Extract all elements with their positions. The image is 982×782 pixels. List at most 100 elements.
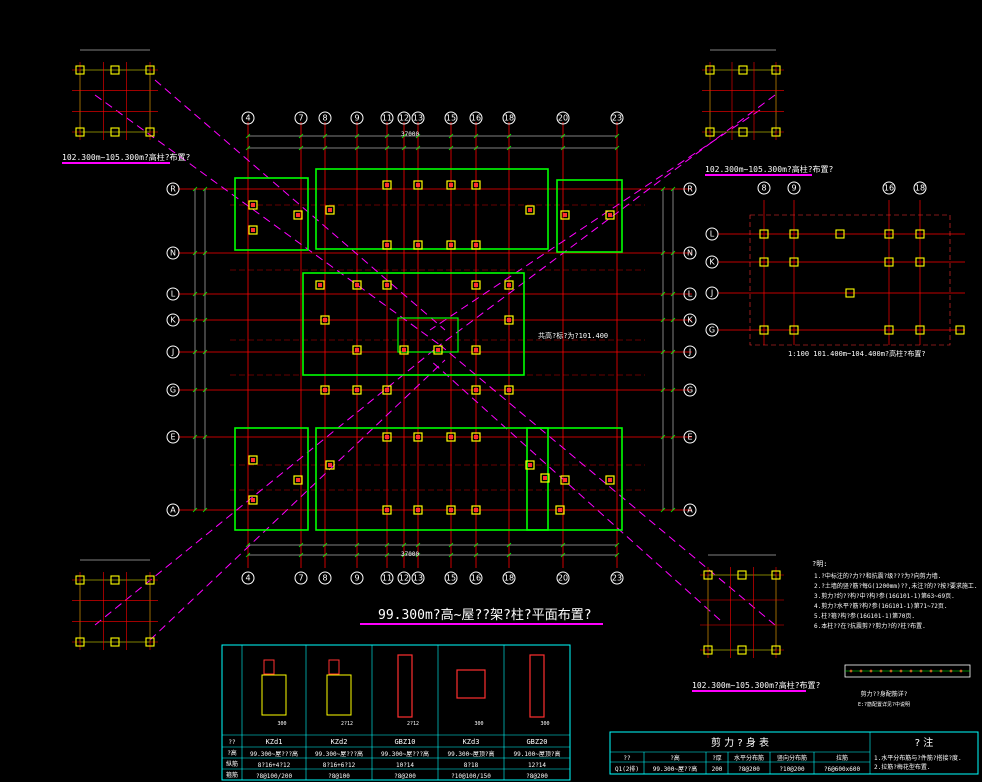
axis-bubble-left: J [171,348,174,357]
dimension-tick [354,145,360,151]
column-core [563,213,567,217]
wall-detail-subcaption: E:?筋配置详见?中说明 [858,701,910,708]
dimension-tick [384,552,390,558]
wall-outline [526,427,623,531]
axis-bubble-bottom-circle [444,571,458,585]
section-dimension: 300 [540,721,549,727]
dimension-tick [322,133,328,139]
wall-outline [315,427,549,531]
axis-bubble-top: 18 [504,114,514,123]
dimension-tick [660,291,666,297]
column-core [507,283,511,287]
dimension-tick [473,145,479,151]
right-plan-axis-bubble-circle [705,227,719,241]
axis-bubble-bottom: 13 [413,574,423,583]
column-marker [915,257,925,267]
column-core [563,478,567,482]
dimension-tick [560,133,566,139]
axis-bubble-right-circle [683,246,697,260]
table-cell: 99.300~屋???高 [381,750,429,758]
dimension-tick [660,186,666,192]
dimension-tick [560,145,566,151]
column-marker [737,570,747,580]
axis-bubble-top: 7 [298,114,303,123]
right-plan-axis-bubble: L [710,230,715,239]
axis-bubble-right-circle [683,503,697,517]
column-marker [471,432,481,442]
wall-outline [234,177,309,251]
column-marker [759,257,769,267]
column-marker [471,505,481,515]
wall-table-title: 剪 力 ? 身 表 [711,736,769,749]
dimension-tick [506,133,512,139]
column-marker [248,455,258,465]
column-marker [771,570,781,580]
dimension-tick [354,133,360,139]
column-marker [110,637,120,647]
section-outline [456,669,486,699]
sub-plans [72,49,965,658]
axis-bubble-bottom: 4 [245,574,250,583]
axis-bubble-bottom-circle [241,571,255,585]
axis-bubble-bottom: 12 [399,574,409,583]
dimension-tick [192,387,198,393]
column-core [385,283,389,287]
wall-table-header: ?高 [670,754,680,762]
axis-bubble-top-circle [444,111,458,125]
diagonal-leader-lines [94,79,776,641]
axis-bubble-bottom-circle [350,571,364,585]
column-core [474,508,478,512]
wall-table-header: 水平分布筋 [734,754,764,762]
axis-bubble-bottom-circle [610,571,624,585]
section-outline [261,674,287,716]
upper-left-plan-caption: 102.300m~105.300m?高柱?布置? [62,152,191,162]
table-cell: ?10@100/150 [451,773,491,780]
column-marker [789,229,799,239]
column-marker [110,127,120,137]
column-marker [446,180,456,190]
column-marker [352,280,362,290]
leader-dash-line [154,79,446,331]
axis-bubble-left: A [170,506,176,515]
dimension-tick [415,145,421,151]
axis-bubble-left-circle [166,313,180,327]
axis-bubbles: 4477889911111212131315151616181820202323… [166,111,927,585]
column-marker [560,210,570,220]
axis-bubble-bottom-circle [556,571,570,585]
dimension-tick [192,349,198,355]
dimension-tick [448,542,454,548]
note-line: 5.柱?箍?构?参(16G101-1)第70页. [814,612,915,620]
column-marker [382,385,392,395]
leader-dash-line [149,359,446,641]
axis-bubble-bottom: 15 [446,574,456,583]
column-marker [705,127,715,137]
column-core [507,318,511,322]
dimension-tick [298,145,304,151]
dimension-tick [670,186,676,192]
column-core [449,183,453,187]
axis-bubble-right-circle [683,430,697,444]
dimension-tick [670,387,676,393]
column-type-label: GBZ20 [526,738,547,746]
column-marker [325,460,335,470]
column-marker [293,210,303,220]
column-marker [605,475,615,485]
column-core [323,388,327,392]
dimension-tick [192,317,198,323]
general-notes: ?明: 1.?中标注的?力??和抗震?级???为?向剪力墙. 2.?土墙的竖?筋… [812,560,977,630]
dimension-tick [670,349,676,355]
column-type-label: KZd1 [266,738,283,746]
column-marker [413,240,423,250]
dimension-tick [202,291,208,297]
column-core [436,348,440,352]
right-plan-axis-bubble: 9 [791,184,796,193]
wall-table-cell: ?8@200 [738,766,760,773]
column-marker [915,229,925,239]
axis-bubble-right-circle [683,182,697,196]
dimension-tick [354,542,360,548]
table-row-label: 箍筋 [226,771,238,779]
dimension-tick [192,434,198,440]
dimension-tick [192,250,198,256]
dimension-tick [660,250,666,256]
dimension-tick [614,552,620,558]
